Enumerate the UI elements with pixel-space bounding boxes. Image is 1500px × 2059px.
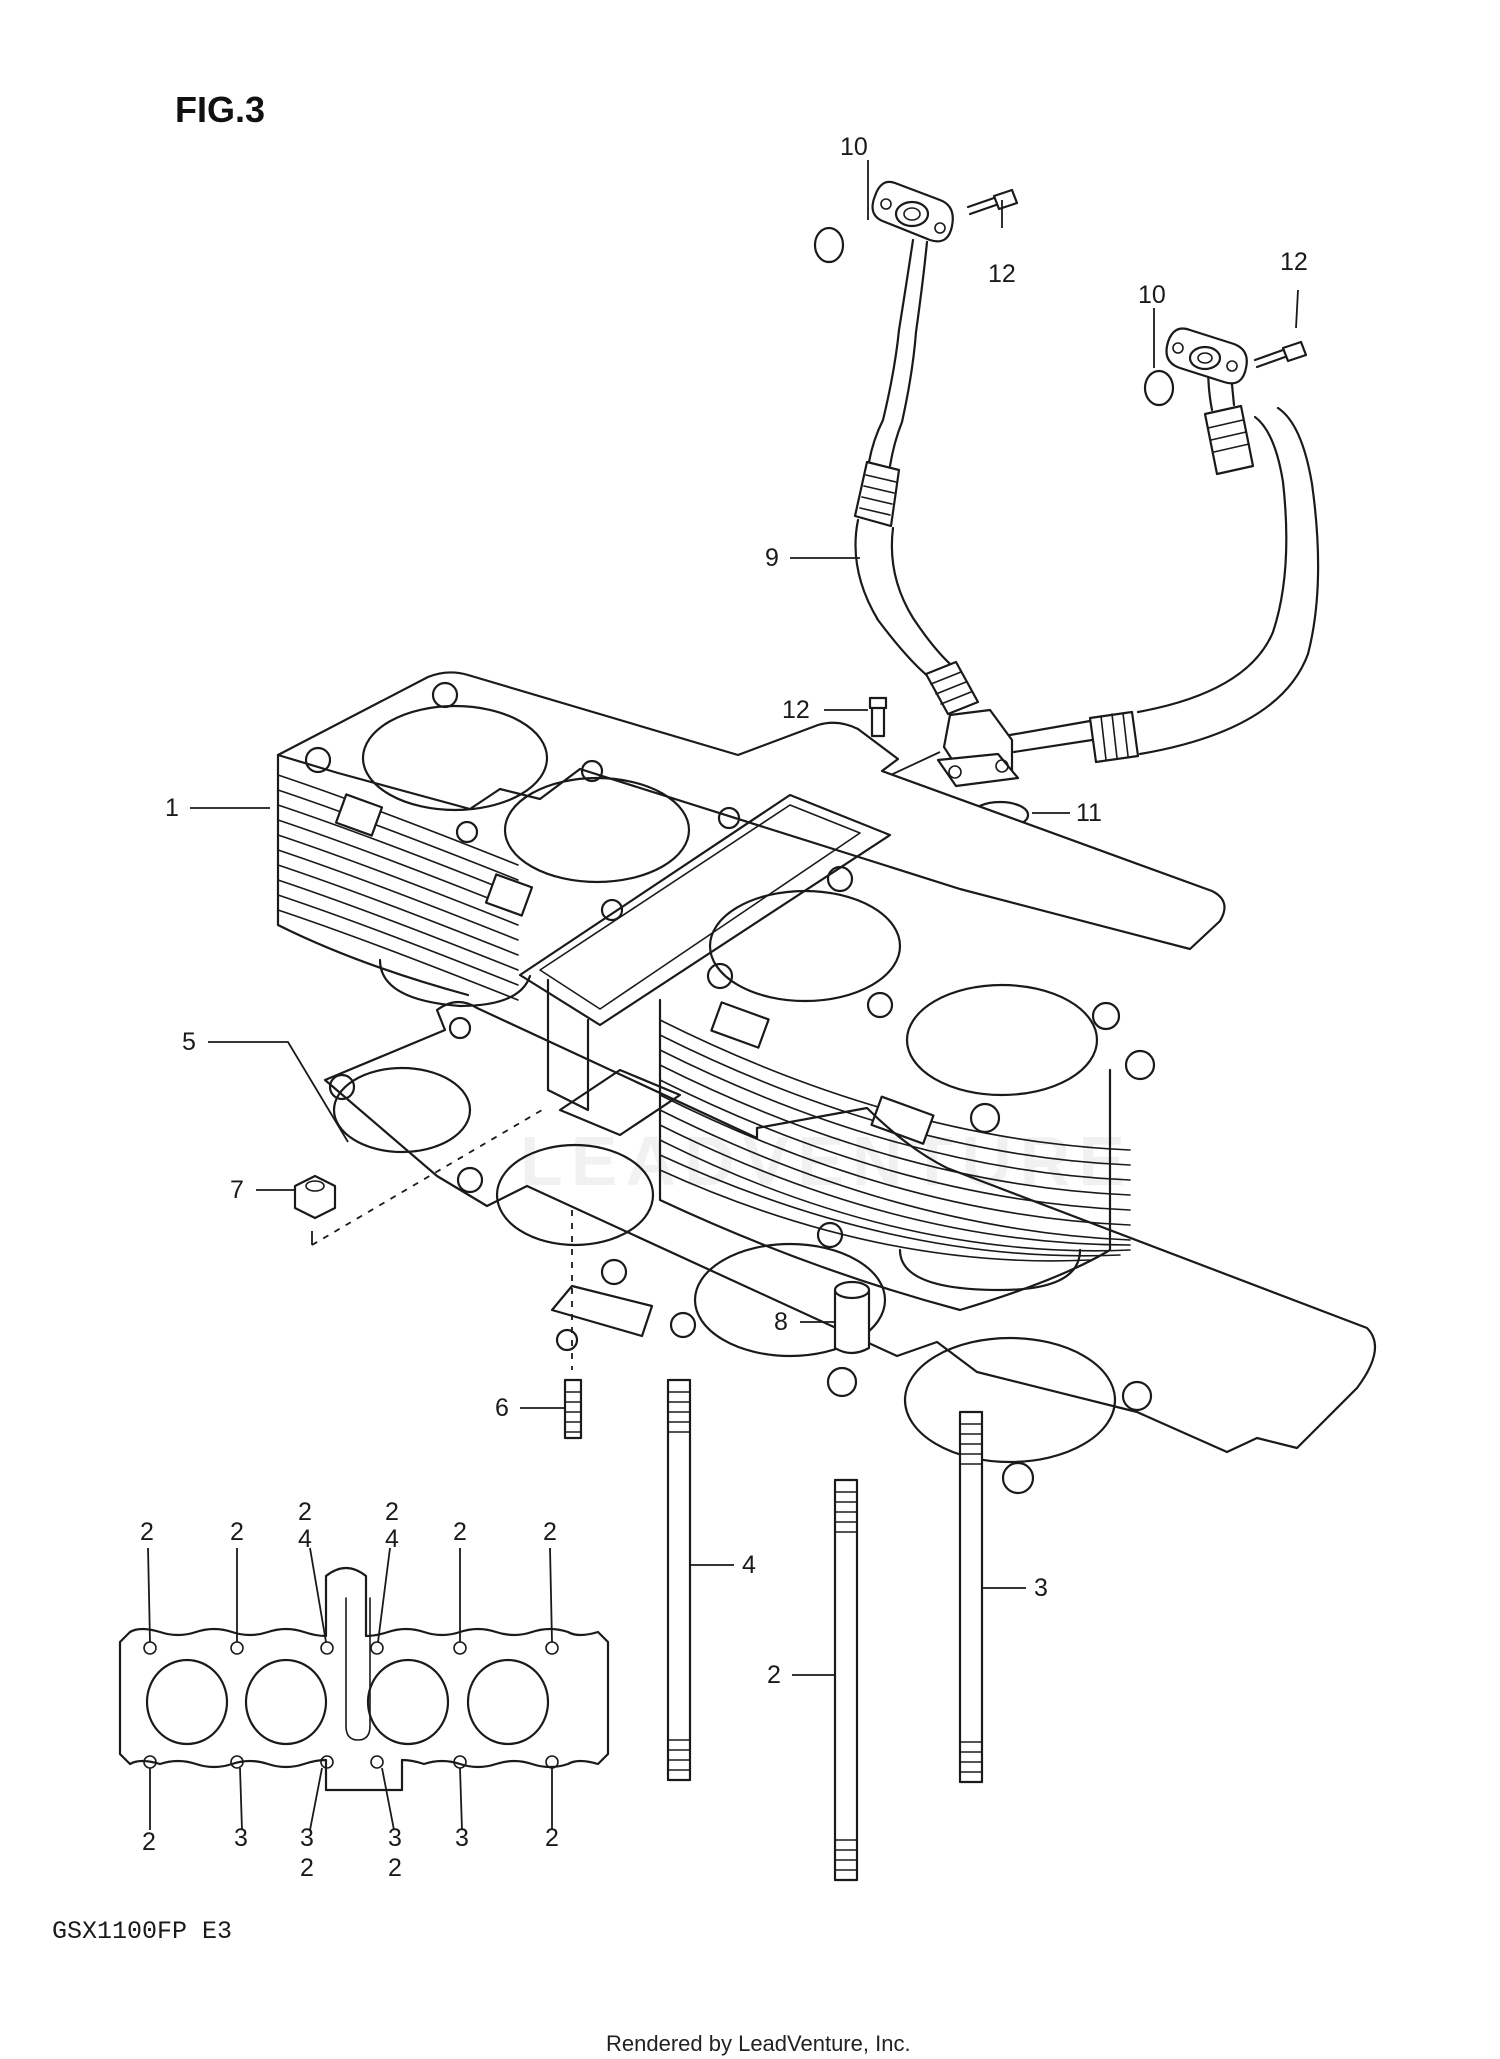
callout-6: 6 [495,1394,509,1422]
sleeve-4 [898,1248,1082,1292]
bore-4 [905,983,1099,1097]
svg-text:2: 2 [453,1518,467,1546]
callout-11: 11 [1076,799,1102,827]
callout-leaders [190,160,1299,1676]
o-ring-10-left [813,226,845,264]
svg-text:2: 2 [545,1824,559,1852]
svg-text:2: 2 [388,1854,402,1882]
right-hose-flange [1165,327,1248,385]
oil-tab-3 [710,1001,770,1049]
callout-1: 1 [165,794,179,822]
nut-7-alignment-line [311,1109,543,1246]
cylinder-block [276,671,1226,1312]
callout-3: 3 [1034,1574,1048,1602]
cooling-fins-right [658,998,1131,1312]
callout-12-top-right: 12 [1280,248,1308,276]
callout-7: 7 [230,1176,244,1204]
callout-labels: 1 5 7 6 8 9 12 11 10 10 12 12 4 2 3 [165,133,1308,1689]
cooling-fins-left [276,753,519,1001]
left-hose-flange [871,180,954,243]
bolt-12-top-left [966,188,1019,216]
bolt-pattern-inset [118,1547,610,1831]
gasket-bore-3 [693,1242,887,1358]
render-credit: Rendered by LeadVenture, Inc. [606,2031,911,2056]
bore-1 [361,704,549,812]
right-lower-crimp [1088,710,1140,764]
svg-text:2: 2 [142,1828,156,1856]
inset-labels-bottom: 2 3 3 2 3 2 3 2 [142,1824,559,1882]
callout-10-left: 10 [840,133,868,161]
inset-leaders [147,1547,553,1831]
inset-labels-top: 2 2 2 4 2 4 2 2 [140,1498,557,1553]
bolt-12-lower [868,696,888,738]
svg-text:4: 4 [385,1525,399,1553]
callout-2: 2 [767,1661,781,1689]
o-ring-10-right [1143,369,1175,407]
left-hose-crimp [853,460,901,528]
svg-text:3: 3 [455,1824,469,1852]
svg-text:4: 4 [298,1525,312,1553]
model-code: GSX1100FP E3 [52,1917,232,1946]
gasket-holes [328,1016,1153,1495]
gasket-bore-1 [332,1066,472,1154]
oil-tab-2 [484,873,534,917]
dowel-pin-8 [833,1280,871,1355]
gasket-bore-2 [495,1143,655,1247]
sleeve-1 [378,958,532,1008]
bolt-12-top-right [1253,340,1308,369]
deck-bolt-holes [304,681,1156,1134]
callout-8: 8 [774,1308,788,1336]
hose-tee-fitting [936,708,1020,788]
callout-9: 9 [765,544,779,572]
nut-7 [293,1174,337,1220]
svg-text:3: 3 [388,1824,402,1852]
oil-tab-1 [334,793,384,837]
callout-4: 4 [742,1551,756,1579]
svg-text:3: 3 [300,1824,314,1852]
callout-5: 5 [182,1028,196,1056]
callout-12-lower: 12 [782,696,810,724]
callout-12-top-left: 12 [988,260,1016,288]
gasket-bore-4 [903,1336,1117,1464]
svg-text:3: 3 [234,1824,248,1852]
stud-4 [666,1378,692,1782]
figure-title: FIG.3 [175,89,265,130]
lower-hose-crimp [924,660,980,716]
bore-3 [708,889,902,1003]
callout-10-right: 10 [1138,281,1166,309]
svg-text:2: 2 [300,1854,314,1882]
stud-2 [833,1478,859,1882]
center-pillar [546,978,590,1112]
right-upper-crimp [1203,404,1255,476]
stud-6 [563,1378,583,1440]
stud-3 [958,1410,984,1784]
svg-text:2: 2 [140,1518,154,1546]
watermark-text: LEADVENTURE [520,1122,1133,1200]
base-gasket [323,1000,1377,1495]
oil-hose-assembly [813,180,1320,830]
svg-text:2: 2 [230,1518,244,1546]
svg-text:2: 2 [385,1498,399,1526]
svg-text:2: 2 [298,1498,312,1526]
cam-chain-tunnel [518,793,892,1027]
bore-2 [503,776,691,884]
svg-text:2: 2 [543,1518,557,1546]
